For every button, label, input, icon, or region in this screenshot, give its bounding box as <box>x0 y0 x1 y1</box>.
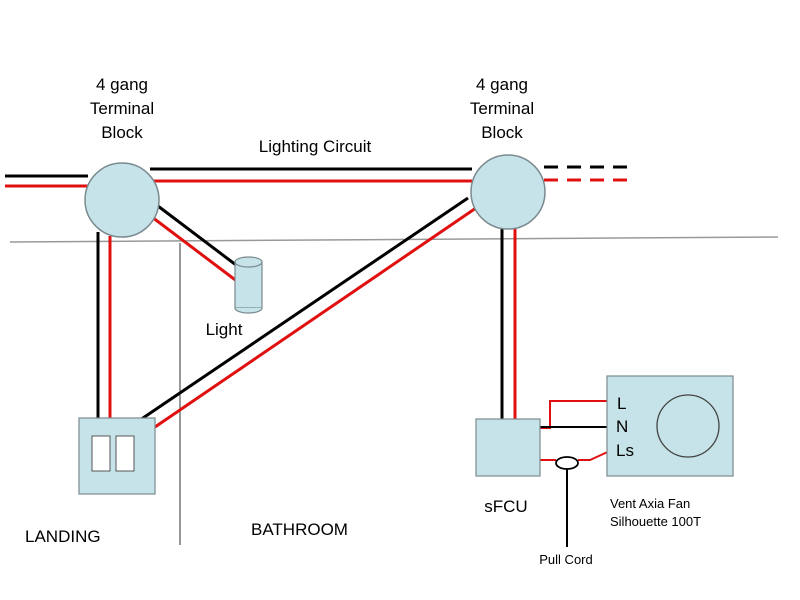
pull-cord-label: Pull Cord <box>539 552 592 567</box>
light-switch <box>78 417 156 495</box>
incoming-cable <box>5 174 88 188</box>
fan-terminal-n: N <box>616 417 628 436</box>
right-block-label-2: Terminal <box>470 99 534 118</box>
outgoing-cable <box>544 165 635 182</box>
sfcu-drop-cable <box>500 228 517 420</box>
sfcu-label: sFCU <box>484 497 527 516</box>
landing-label: LANDING <box>25 527 101 546</box>
left-terminal-block <box>84 162 160 238</box>
switch-to-block-cable <box>139 196 477 429</box>
lighting-circuit-label: Lighting Circuit <box>259 137 372 156</box>
left-block-label-1: 4 gang <box>96 75 148 94</box>
left-block-label-2: Terminal <box>90 99 154 118</box>
fan-name-line-2: Silhouette 100T <box>610 514 701 529</box>
pull-cord <box>555 456 579 547</box>
right-block-label-3: Block <box>481 123 523 142</box>
light-label: Light <box>206 320 243 339</box>
fan-terminal-ls: Ls <box>616 441 634 460</box>
light-cable <box>139 198 241 284</box>
switch-drop-cable <box>96 232 112 418</box>
vent-fan <box>606 375 734 477</box>
lighting-circuit-cable <box>150 167 472 183</box>
ceiling-line <box>9 236 779 243</box>
right-block-label-1: 4 gang <box>476 75 528 94</box>
left-block-label-3: Block <box>101 123 143 142</box>
bathroom-label: BATHROOM <box>251 520 348 539</box>
sfcu-box <box>475 418 541 477</box>
fan-wiring <box>540 400 613 461</box>
right-terminal-block <box>470 154 546 230</box>
fan-name-line-1: Vent Axia Fan <box>610 496 690 511</box>
light-fitting <box>234 256 263 314</box>
fan-terminal-l: L <box>617 394 626 413</box>
